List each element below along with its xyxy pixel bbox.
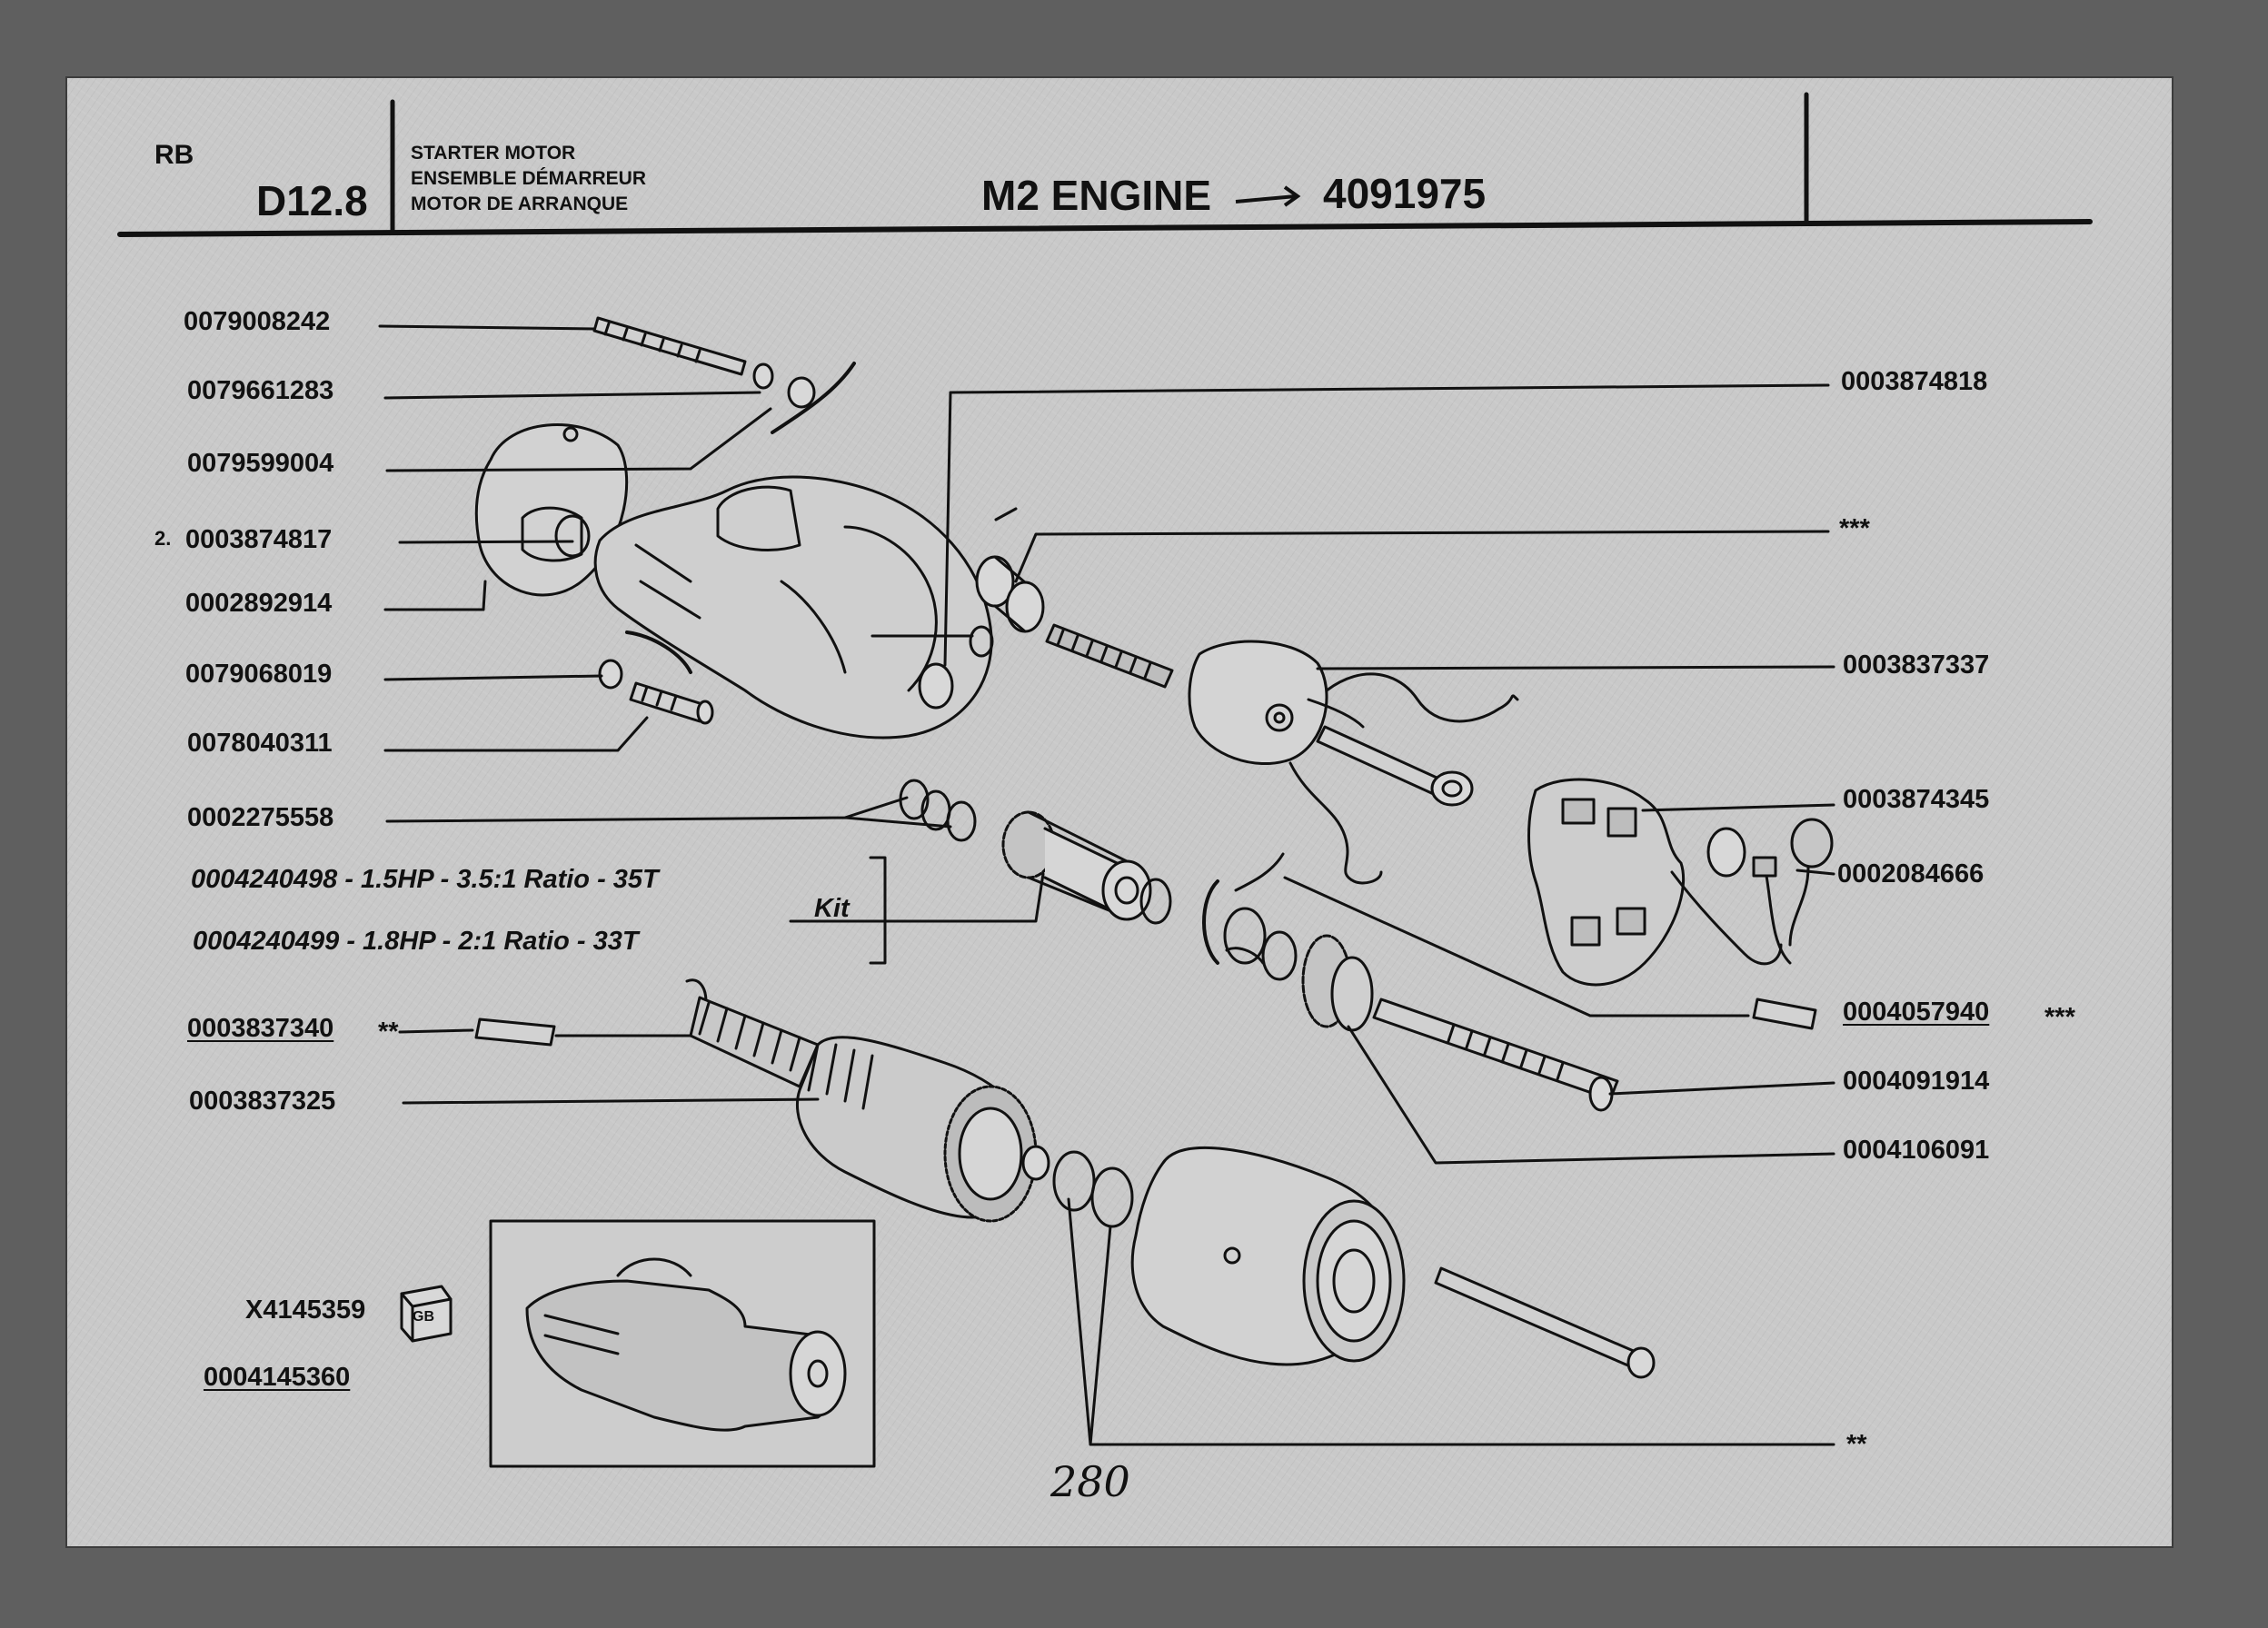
stud-bolt-drawing [592,316,747,376]
part-number-label: 0004106091 [1843,1136,1990,1165]
header-code: RB [154,140,194,170]
part-number-label: 0003837325 [189,1087,336,1116]
yoke-drawing [1130,1146,1406,1366]
part-number-label: 0004057940 [1843,998,1990,1027]
kit-option-label: 0004240498 - 1.5HP - 3.5:1 Ratio - 35T [191,865,659,894]
title-spanish: MOTOR DE ARRANQUE [411,194,629,214]
part-number-label: 0079661283 [187,376,334,405]
part-number-label: 0003837337 [1843,650,1990,680]
bushing-drawing [975,555,1045,633]
gb-box-tag: GB [413,1309,434,1325]
nut-drawing [787,376,816,409]
note-marker: *** [2044,1003,2075,1032]
kit-option-label: 0004240499 - 1.8HP - 2:1 Ratio - 33T [193,927,639,956]
note-marker: ** [378,1018,399,1047]
pinion-drawing [1001,810,1152,921]
part-number-label: 0003874817 [185,525,333,554]
gb-box-icon [400,1285,453,1343]
right-leader-lines [870,383,1835,1446]
left-leader-lines [378,324,1045,1105]
spring-drawing [1045,623,1174,689]
drive-shaft-drawing [1372,998,1619,1112]
part-number-label: 0003874345 [1843,785,1990,814]
title-english: STARTER MOTOR [411,143,576,164]
armature-drawing [685,978,1050,1223]
header-rule [117,219,2093,237]
shim-drawing [1052,1150,1096,1212]
part-number-label: 0004145360 [204,1363,351,1392]
part-number-label: 0004091914 [1843,1067,1990,1096]
through-bolt-drawing [1434,1266,1656,1379]
part-number-label: 0079008242 [184,307,331,336]
kit-label: Kit [814,894,850,923]
part-number-label: 0003837340 [187,1014,334,1043]
title-french: ENSEMBLE DÉMARREUR [411,168,647,189]
small-washer-drawing [598,659,623,690]
part-number-label: 0079068019 [185,660,333,689]
note-marker: *** [1839,514,1870,543]
note-marker: ** [1846,1430,1867,1459]
clutch-washer-drawing [1139,878,1172,925]
part-number-label: 0079599004 [187,449,334,478]
gasket-drawing [474,998,1817,1047]
part-number-label: X4145359 [245,1295,366,1325]
section-number: D12.8 [256,177,368,224]
handwritten-page-number: 280 [1050,1457,1130,1506]
part-number-label: 0078040311 [187,729,333,758]
part-number-label: 0002275558 [187,803,334,832]
screw-drawing [629,681,714,725]
brush-plate-drawing [1706,818,1834,965]
solenoid-cover-drawing [1188,640,1519,885]
quantity-prefix: 2. [154,527,172,550]
engine-label: M2 ENGINE [981,172,1212,219]
part-number-label: 0003874818 [1841,367,1988,396]
drive-housing-drawing [593,475,994,740]
assembled-starter-drawing [525,1257,847,1432]
brush-holder-drawing [1527,778,1783,987]
gear-drawing [1301,934,1374,1032]
part-number-label: 0002892914 [185,589,333,618]
part-number-label: 0002084666 [1837,859,1984,888]
plunger-drawing [1316,725,1474,807]
washer-drawing [752,362,774,390]
engine-serial: 4091975 [1323,170,1487,217]
